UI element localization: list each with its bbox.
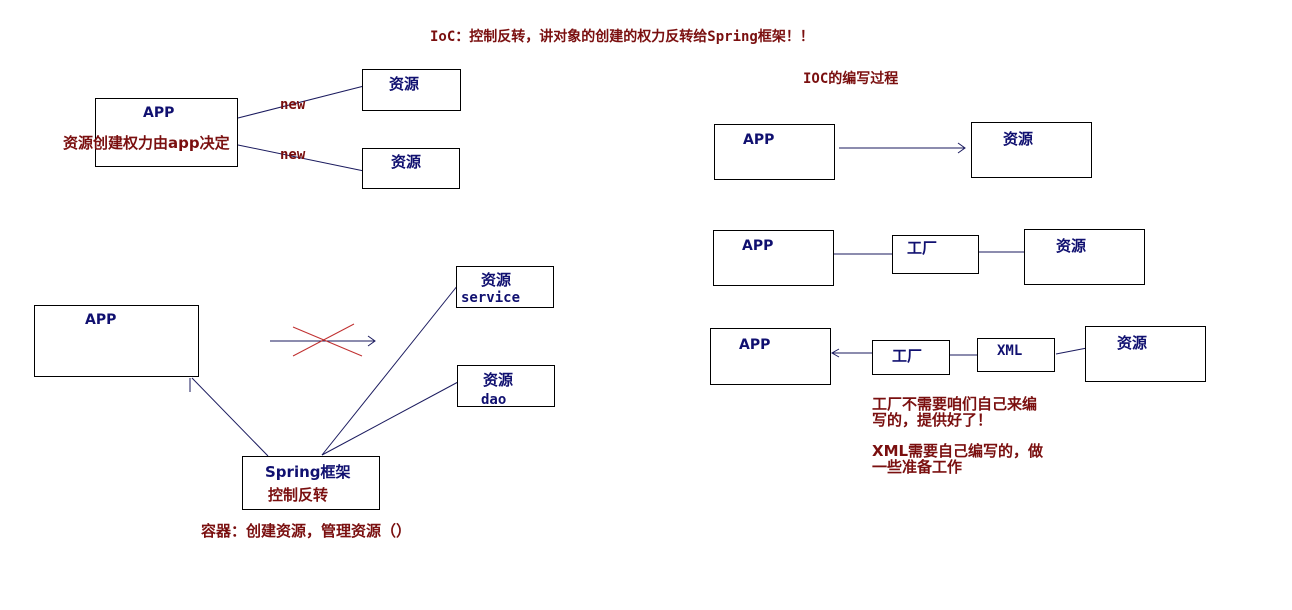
- app-box-bottom-left: [34, 305, 199, 377]
- connector-app-res1: [237, 85, 365, 119]
- row3-app-box: [710, 328, 831, 385]
- dao-label: dao: [481, 392, 507, 408]
- cross-stroke-2: [292, 323, 355, 357]
- spring-framework-box: [242, 456, 380, 510]
- row3-factory-app-head: [830, 348, 840, 358]
- crossed-arrow-head: [367, 335, 376, 347]
- connector-app-res2: [237, 144, 365, 172]
- resource-dao-label: 资源: [483, 371, 514, 389]
- row1-resource-box: [971, 122, 1092, 178]
- connector-spring-service: [321, 284, 459, 456]
- row3-resource-label: 资源: [1117, 334, 1148, 352]
- row3-factory-box: [872, 340, 950, 375]
- resource-label-1: 资源: [389, 75, 420, 93]
- spring-framework-label: Spring框架: [265, 463, 351, 481]
- app-decision-caption: 资源创建权力由app决定: [63, 134, 230, 152]
- row2-resource-box: [1024, 229, 1145, 285]
- inversion-of-control-label: 控制反转: [268, 486, 329, 504]
- row2-factory-box: [892, 235, 979, 274]
- service-label: service: [461, 290, 521, 306]
- resource-service-box: [456, 266, 554, 308]
- connector-spring-app: [191, 377, 269, 457]
- row3-res-xml: [1055, 347, 1088, 355]
- row2-app-box: [713, 230, 834, 286]
- diagram-title: IoC：控制反转，讲对象的创建的权力反转给Spring框架！！: [430, 29, 814, 45]
- resource-box-1: [362, 69, 461, 111]
- cross-stroke-1: [292, 326, 363, 357]
- row3-xml-box: [977, 338, 1055, 372]
- row1-app-label: APP: [743, 132, 775, 148]
- row3-app-label: APP: [739, 337, 771, 353]
- diagram-subtitle: IOC的编写过程: [803, 71, 899, 87]
- row3-factory-label: 工厂: [892, 347, 923, 365]
- xml-note-line2: 一些准备工作: [872, 458, 963, 476]
- row1-resource-label: 资源: [1003, 130, 1034, 148]
- row2-app-label: APP: [742, 238, 774, 254]
- factory-note-line2: 写的，提供好了！: [872, 411, 993, 429]
- row2-factory-label: 工厂: [907, 239, 938, 257]
- connector-spring-dao: [321, 381, 459, 456]
- factory-note-line1: 工厂不需要咱们自己来编: [872, 395, 1038, 413]
- new-label-1: new: [280, 97, 306, 113]
- app-box-top-left: [95, 98, 238, 167]
- app-label-top-left: APP: [143, 105, 175, 121]
- row3-xml-label: XML: [997, 343, 1023, 359]
- row1-arrow-head: [957, 142, 966, 154]
- new-label-2: new: [280, 147, 306, 163]
- app-label-bottom-left: APP: [85, 312, 117, 328]
- row2-resource-label: 资源: [1056, 237, 1087, 255]
- resource-box-2: [362, 148, 460, 189]
- xml-note-line1: XML需要自己编写的，做: [872, 442, 1044, 460]
- resource-service-label: 资源: [481, 271, 512, 289]
- row3-resource-box: [1085, 326, 1206, 382]
- resource-dao-box: [457, 365, 555, 407]
- resource-label-2: 资源: [391, 153, 422, 171]
- container-note: 容器：创建资源，管理资源（）: [201, 522, 412, 540]
- row1-app-box: [714, 124, 835, 180]
